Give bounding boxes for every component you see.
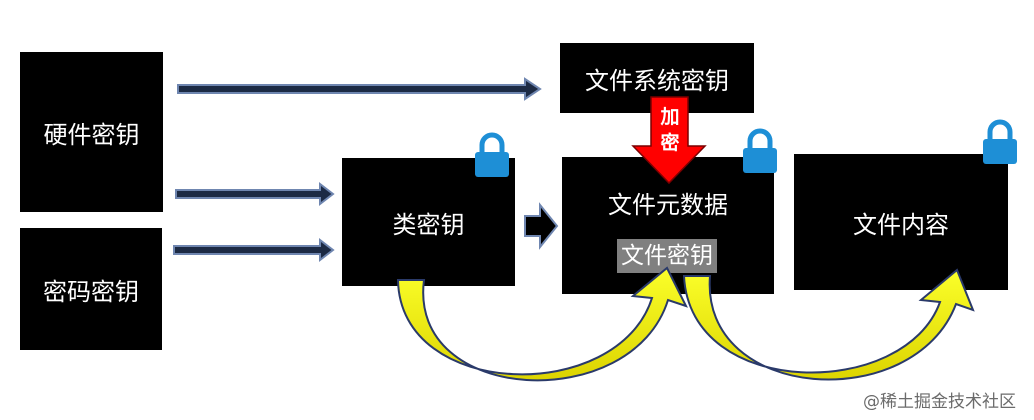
curve-arrow-file-key-to-content bbox=[682, 268, 975, 381]
class-key-label: 类密钥 bbox=[392, 210, 465, 239]
encrypt-label-char-1: 加 bbox=[660, 106, 680, 128]
encrypt-label-char-2: 密 bbox=[660, 132, 680, 154]
watermark: @稀土掘金技术社区 bbox=[863, 392, 1016, 412]
lock-icon-content bbox=[983, 119, 1017, 164]
filesystem-key-box: 文件系统密钥 bbox=[560, 43, 754, 113]
filesystem-key-label: 文件系统密钥 bbox=[585, 66, 729, 95]
file-key-label: 文件密钥 bbox=[617, 239, 717, 273]
hardware-key-box: 硬件密钥 bbox=[20, 52, 163, 212]
file-content-label: 文件内容 bbox=[853, 210, 949, 239]
encrypt-label: 加 密 bbox=[656, 104, 684, 156]
file-metadata-label: 文件元数据 bbox=[608, 191, 728, 219]
password-key-box: 密码密钥 bbox=[20, 228, 162, 350]
curve-arrow-class-key-to-file-key bbox=[396, 266, 688, 382]
arrow-hardware-to-filesystem-key bbox=[177, 77, 542, 101]
arrow-password-to-class-key bbox=[173, 237, 335, 263]
hardware-key-label: 硬件密钥 bbox=[43, 120, 140, 149]
file-content-box: 文件内容 bbox=[794, 154, 1008, 290]
lock-icon-class-key bbox=[475, 132, 509, 177]
arrow-class-key-to-metadata bbox=[524, 202, 559, 250]
encrypt-arrow bbox=[631, 96, 707, 185]
arrow-hardware-to-class-key bbox=[175, 181, 335, 207]
class-key-box: 类密钥 bbox=[342, 158, 515, 286]
lock-icon-metadata bbox=[743, 128, 777, 173]
password-key-label: 密码密钥 bbox=[43, 277, 139, 306]
